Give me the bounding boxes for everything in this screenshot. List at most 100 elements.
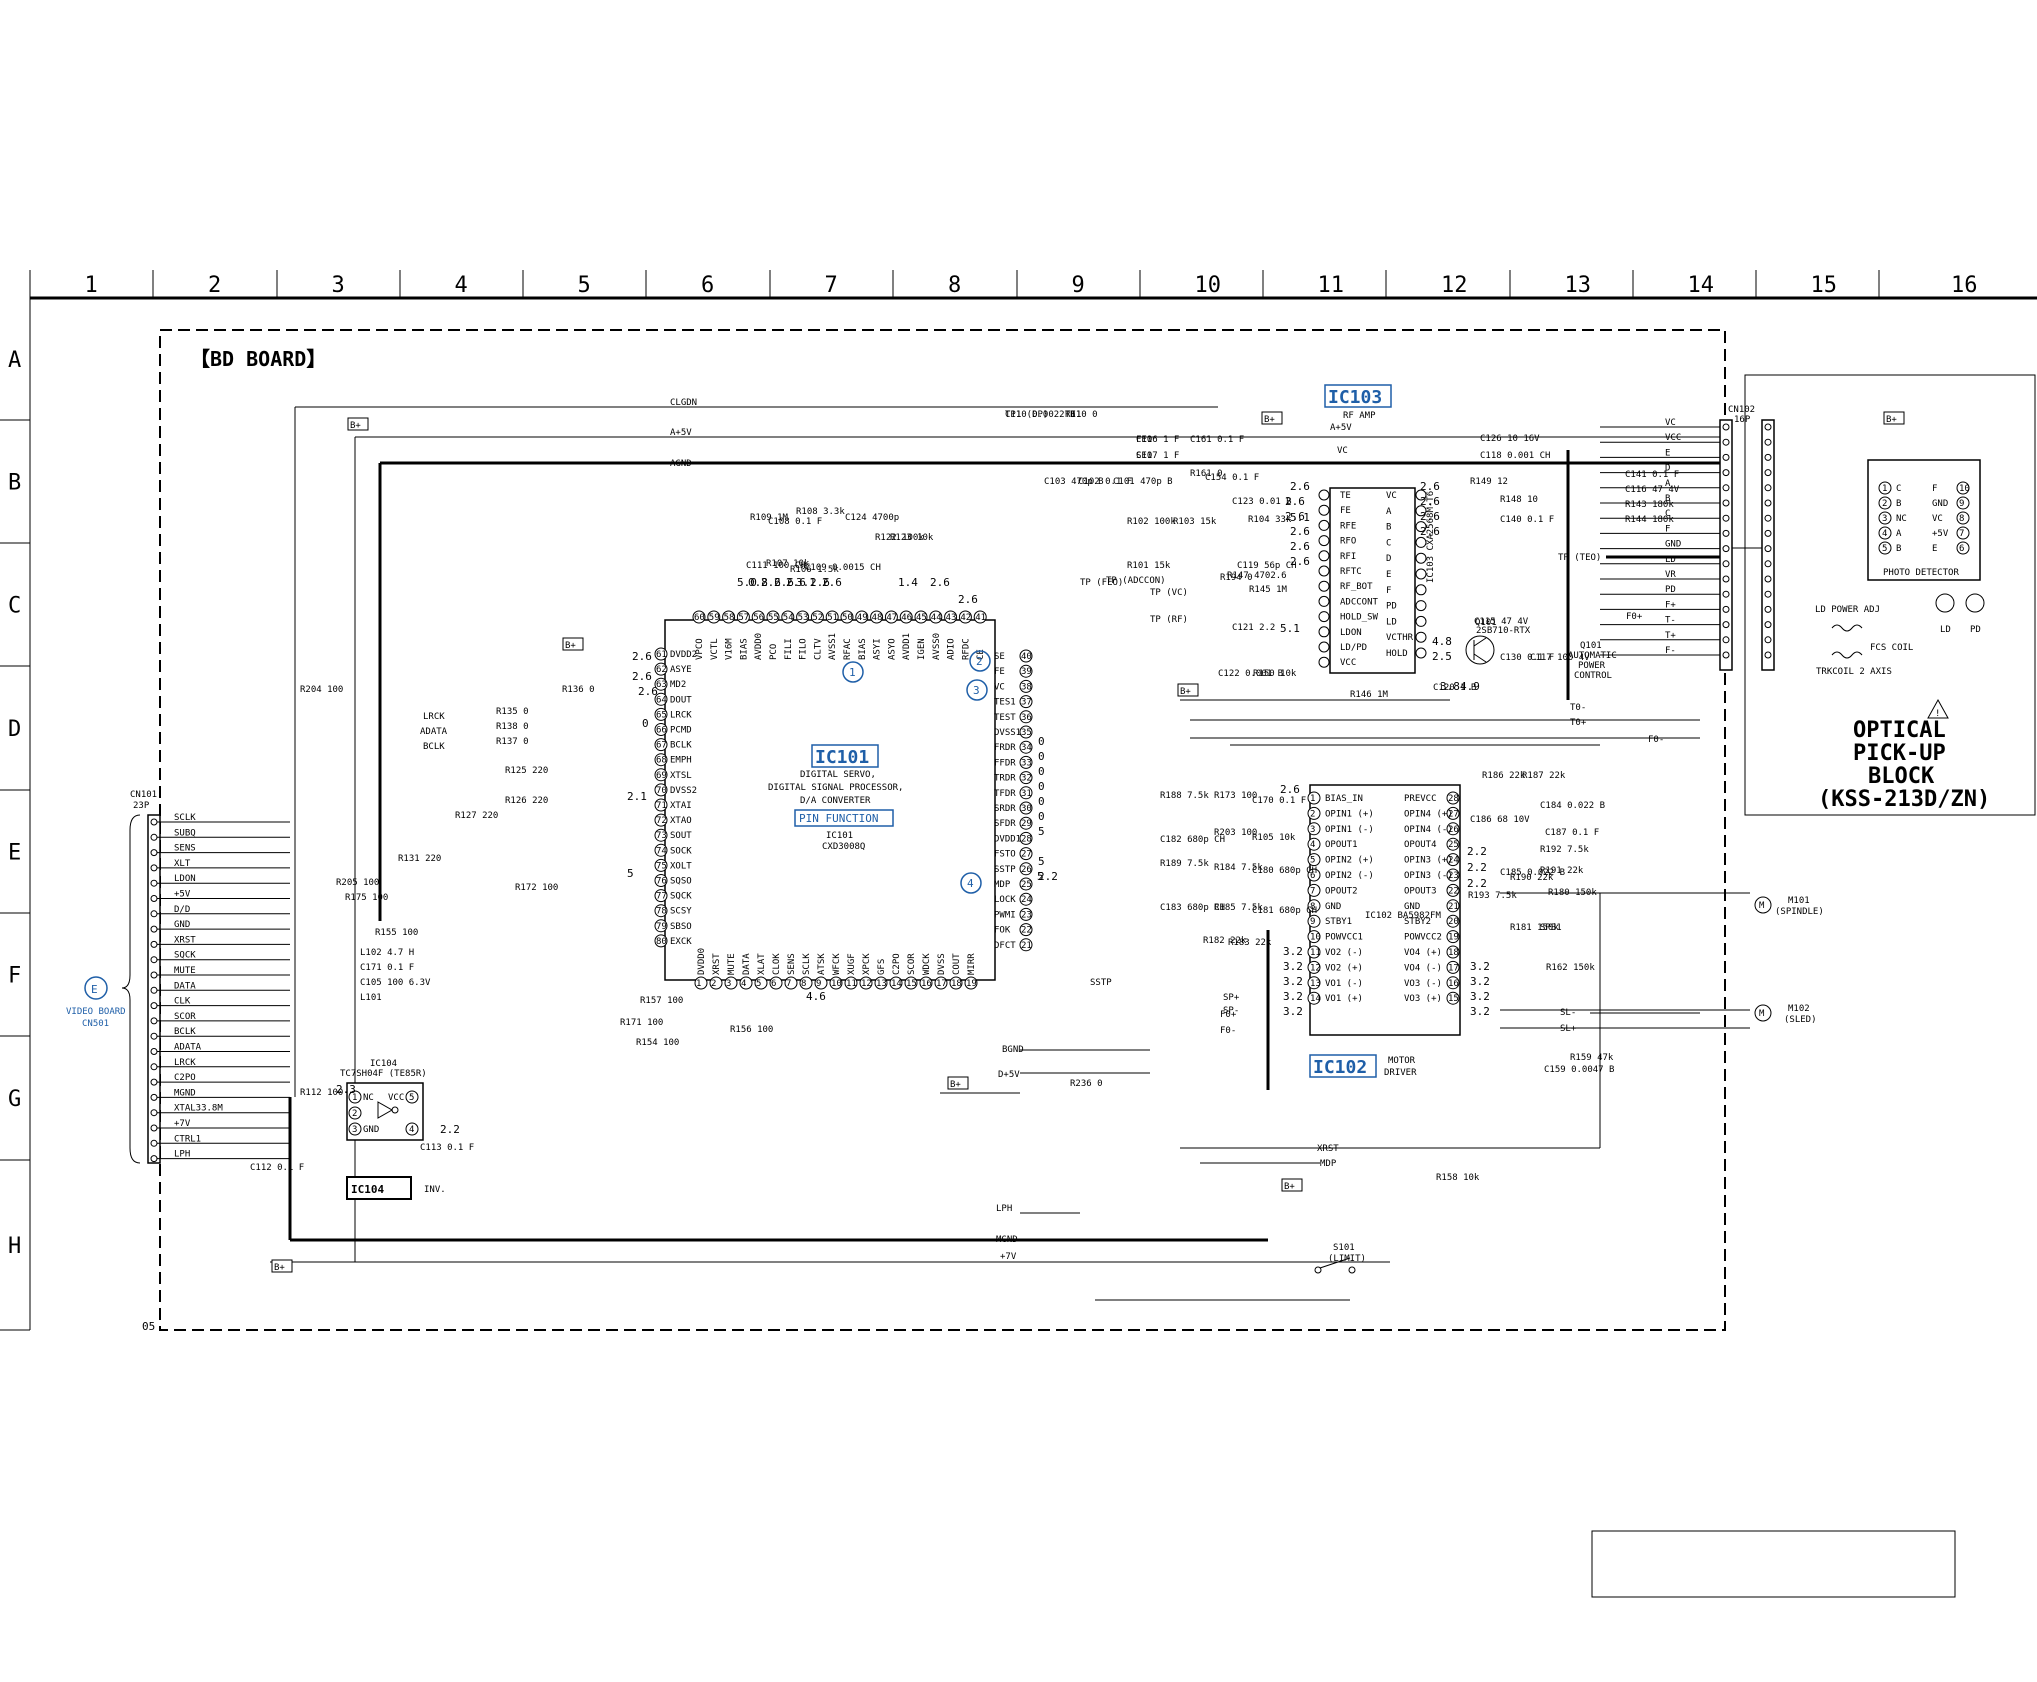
svg-text:LD POWER ADJ: LD POWER ADJ <box>1815 605 1880 615</box>
cn102-signal-label: A <box>1665 479 1671 489</box>
pd-pin-name: +5V <box>1932 529 1949 539</box>
component-label: L102 4.7 H <box>360 948 414 958</box>
component-label: R106 1.5k <box>790 565 839 575</box>
column-label-5: 5 <box>578 273 591 298</box>
cn102-signal-label: LD <box>1665 555 1676 565</box>
svg-text:D+5V: D+5V <box>998 1070 1020 1080</box>
component-label: R155 100 <box>375 928 418 938</box>
ic101-pin-name: WFCK <box>832 953 842 975</box>
component-label: R109 1M <box>750 513 789 523</box>
ic102-pin-name: VO3 (+) <box>1404 994 1442 1004</box>
voltage-value: 2.6 <box>1290 540 1310 553</box>
ic102-pin-name: VO4 (-) <box>1404 963 1442 973</box>
ic101-pin-name: MUTE <box>727 953 737 975</box>
ic101-pin-name: DVSS2 <box>670 786 697 796</box>
ic101-pin-name: VPCO <box>695 638 705 660</box>
svg-text:3: 3 <box>352 1125 357 1135</box>
column-label-4: 4 <box>455 273 468 298</box>
ic101-pin-num: 71 <box>656 801 667 811</box>
svg-text:DIGITAL SIGNAL PROCESSOR,: DIGITAL SIGNAL PROCESSOR, <box>768 783 903 793</box>
cn101-pin <box>150 1109 158 1117</box>
ic101-pin-name: MDP <box>994 880 1011 890</box>
ic102-pin-num: 8 <box>1310 902 1315 912</box>
voltage-value: 1.4 <box>898 576 918 589</box>
cn101-pin <box>150 833 158 841</box>
ic101-pin-num: 2 <box>711 979 716 989</box>
cn101-signal-label: SCOR <box>174 1012 196 1022</box>
ic101-pin-num: 28 <box>1021 834 1032 844</box>
ic101-pin-name: IGEN <box>917 638 927 660</box>
ic102-pin-name: VO4 (+) <box>1404 948 1442 958</box>
component-label: R186 22k <box>1482 771 1526 781</box>
ic103-pin-name: E <box>1386 570 1391 580</box>
ic101-pin-name: XPCK <box>862 953 872 975</box>
ic102-pin-name: STBY1 <box>1325 917 1352 927</box>
cn101-pin <box>150 879 158 887</box>
ic101-pin-name: SSTP <box>994 865 1016 875</box>
ic103-pin-name: ADCCONT <box>1340 597 1379 607</box>
cn101-signal-label: XTAL33.8M <box>174 1104 223 1114</box>
component-label: R189 7.5k <box>1160 859 1209 869</box>
motor-spindle: M M101 (SPINDLE) <box>1754 896 1824 917</box>
ic101-pin-name: PWMI <box>994 910 1016 920</box>
voltage-value: 0 <box>1038 735 1045 748</box>
voltage-value: 2.6 <box>774 576 794 589</box>
voltage-value: 2.6 <box>958 593 978 606</box>
voltage-value: 4.8 <box>1432 635 1452 648</box>
svg-text:VIDEO BOARD: VIDEO BOARD <box>66 1007 126 1017</box>
cn102-signal-label: D <box>1665 464 1670 474</box>
voltage-value: 3.2 <box>1470 990 1490 1003</box>
ic101-pin-num: 6 <box>771 979 776 989</box>
voltage-value: 5.1 <box>1280 622 1300 635</box>
voltage-value: 4.6 <box>806 990 826 1003</box>
cn101-signal-label: SQCK <box>174 951 196 961</box>
ic103-pin-name: LD <box>1386 617 1397 627</box>
svg-text:CXD3008Q: CXD3008Q <box>822 842 865 852</box>
ic102-pin-num: 18 <box>1448 948 1459 958</box>
optical-pickup-frame <box>1744 374 2036 816</box>
svg-text:SSTP: SSTP <box>1090 978 1112 988</box>
svg-text:FCS COIL: FCS COIL <box>1870 643 1913 653</box>
cn102-signal-label: T- <box>1665 616 1676 626</box>
svg-text:A+5V: A+5V <box>670 428 692 438</box>
cn101-signal-label: +5V <box>174 890 191 900</box>
component-label: TP (FEO) <box>1080 578 1123 588</box>
component-label: R148 10 <box>1500 495 1538 505</box>
ic101-pin-num: 14 <box>891 979 902 989</box>
component-label: C171 0.1 F <box>360 963 414 973</box>
ic101-pin-num: 10 <box>831 979 842 989</box>
ic103-pin-name: LD/PD <box>1340 643 1367 653</box>
ic103-pin-name: TE <box>1340 491 1351 501</box>
svg-text:S101: S101 <box>1333 1243 1355 1253</box>
voltage-value: 0 <box>1038 780 1045 793</box>
component-label: C102 0.1 F <box>1078 477 1132 487</box>
voltage-value: 3.2 <box>1283 1005 1303 1018</box>
svg-text:IC102 BA5982FM: IC102 BA5982FM <box>1365 911 1441 921</box>
ic101-pin-num: 11 <box>846 979 857 989</box>
svg-text:SL-: SL- <box>1560 1008 1576 1018</box>
ic101-pin-name: SBSO <box>670 922 692 932</box>
voltage-value: 5 <box>1037 870 1044 883</box>
ic101-pin-name: LRCK <box>670 710 692 720</box>
ic102-pin-num: 22 <box>1448 886 1459 896</box>
component-label: C186 68 10V <box>1470 815 1530 825</box>
ic101-pin-name: ASYE <box>670 665 692 675</box>
ic104-chip: IC104 TC7SH04F (TE85R) 1 2 3 5 4 NC GND … <box>340 1059 446 1200</box>
voltage-value: 2.2 <box>440 1123 460 1136</box>
column-label-12: 12 <box>1441 273 1468 298</box>
ic102-pin-num: 1 <box>1310 794 1315 804</box>
svg-text:VCC: VCC <box>388 1093 404 1103</box>
column-label-9: 9 <box>1072 273 1085 298</box>
component-label: R150 10k <box>1253 669 1297 679</box>
svg-text:IC101: IC101 <box>826 831 853 841</box>
svg-text:DRIVER: DRIVER <box>1384 1068 1417 1078</box>
row-label-D: D <box>8 717 21 742</box>
ic102-pin-num: 27 <box>1448 809 1459 819</box>
ic102-pin-name: VO1 (-) <box>1325 979 1363 989</box>
ic101-pin-num: 77 <box>656 892 667 902</box>
ic101-pin-num: 74 <box>656 846 667 856</box>
ic101-pin-num: 41 <box>975 613 986 623</box>
cn102-signal-label: F- <box>1665 646 1676 656</box>
row-label-B: B <box>8 471 21 496</box>
